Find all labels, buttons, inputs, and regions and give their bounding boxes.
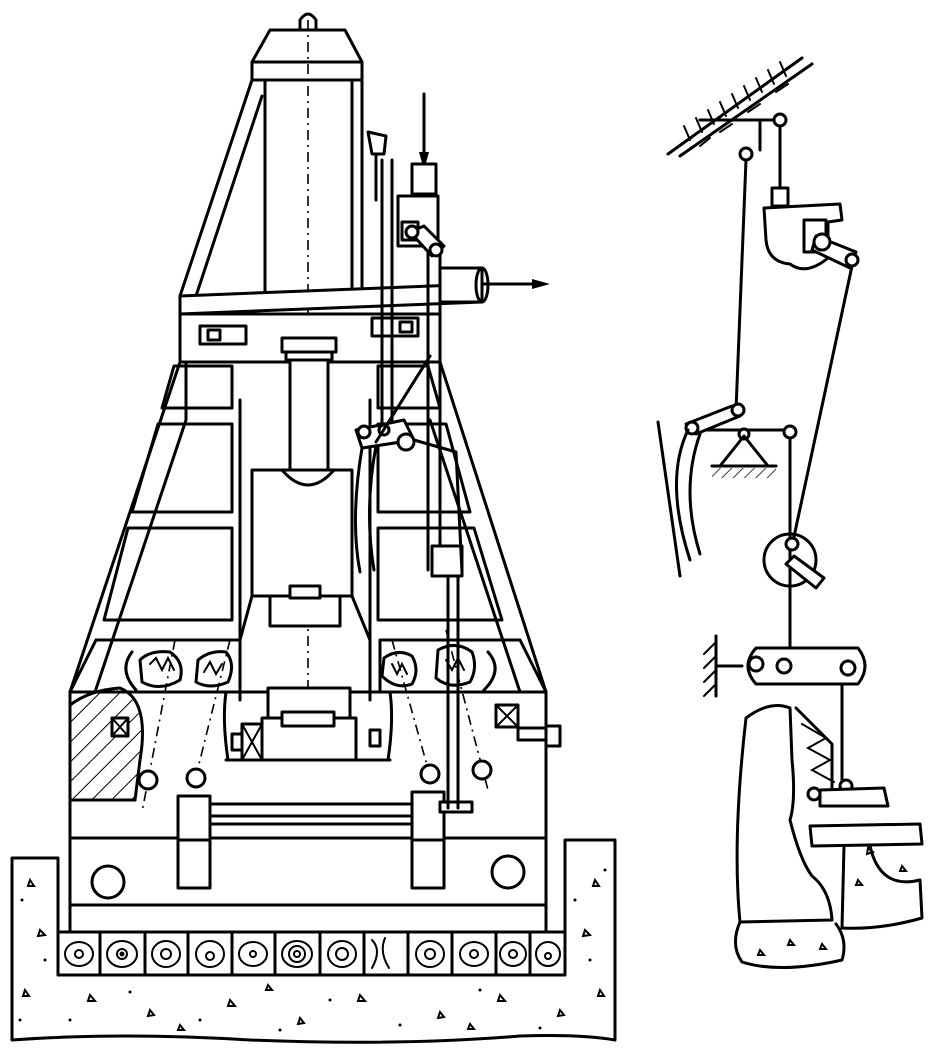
upper-tower xyxy=(178,12,364,760)
concrete-speckles xyxy=(21,877,606,1031)
kinematic-scheme xyxy=(656,56,924,970)
hammer-assembly xyxy=(10,12,617,1044)
concrete-dots xyxy=(18,868,607,1032)
side-guides xyxy=(124,650,562,762)
pivot-top-left xyxy=(738,146,754,162)
curved-arm xyxy=(656,402,746,578)
long-links xyxy=(734,158,854,548)
foundation xyxy=(10,838,617,1044)
ram-assembly xyxy=(238,336,372,702)
spring-buffers xyxy=(137,629,493,813)
trip-lever xyxy=(353,354,464,574)
valve-block xyxy=(762,124,860,271)
crossbeam xyxy=(178,266,550,364)
bottom-lever xyxy=(176,790,474,890)
ground-lever xyxy=(703,634,867,784)
timber-bed xyxy=(56,930,567,977)
triangle-pivot xyxy=(704,424,798,652)
base-bolt-hole-right xyxy=(490,854,526,890)
buffer-left-1 xyxy=(138,639,183,813)
base-bolt-hole-left xyxy=(90,864,126,900)
buffer-right-1 xyxy=(380,639,431,777)
die-block xyxy=(224,686,392,762)
hatched-section-left xyxy=(68,686,144,802)
pivot-top-right xyxy=(772,112,788,128)
top-ground-support xyxy=(666,56,814,162)
lower-housing xyxy=(734,704,924,970)
eccentric-disk xyxy=(762,532,826,590)
buffer-left-2 xyxy=(194,639,233,777)
